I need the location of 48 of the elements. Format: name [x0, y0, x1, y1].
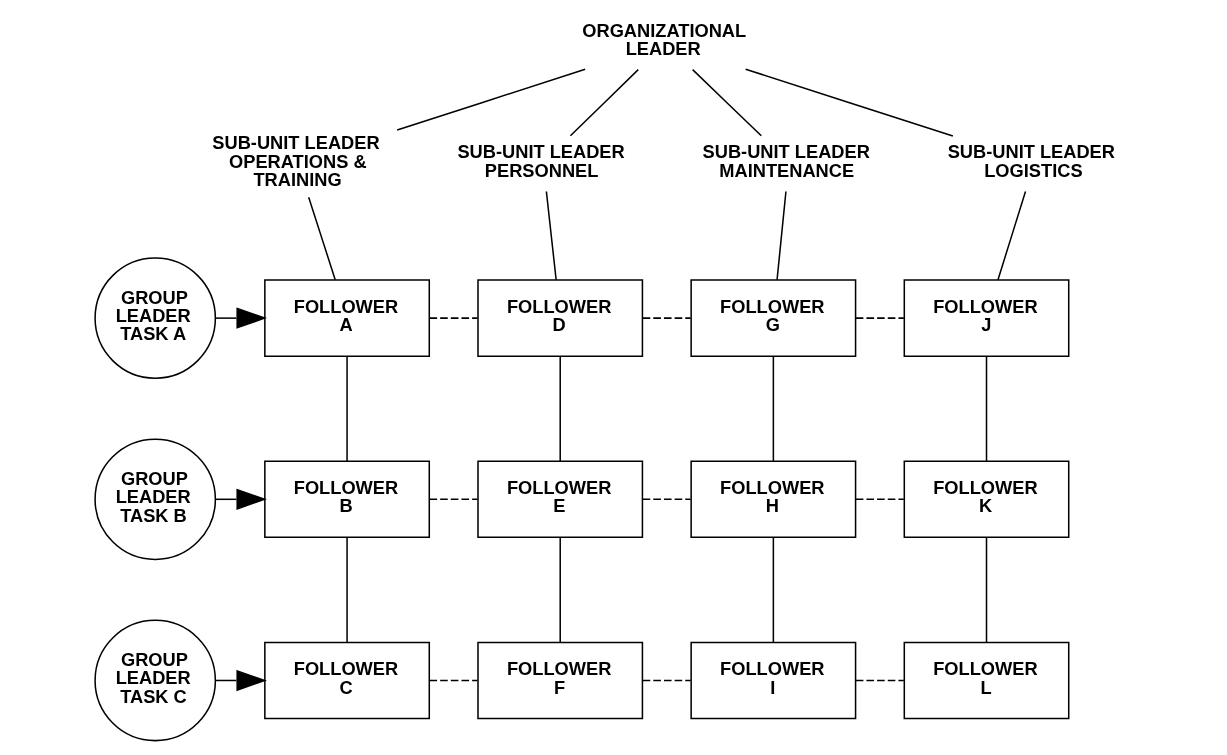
connector — [776, 190, 787, 281]
connector — [691, 68, 763, 137]
connector — [744, 68, 954, 137]
connector — [346, 536, 348, 643]
node-box: FOLLOWER C — [264, 641, 431, 720]
node-box: FOLLOWER F — [477, 641, 644, 720]
connector — [641, 679, 692, 682]
connector — [396, 68, 586, 131]
node-text: ORGANIZATIONAL LEADER — [582, 19, 747, 59]
node-circle: GROUP LEADER TASK B — [94, 438, 217, 561]
node-text: SUB-UNIT LEADER LOGISTICS — [947, 141, 1115, 181]
arrow — [215, 307, 267, 329]
node-box: FOLLOWER L — [903, 641, 1070, 720]
node-box: FOLLOWER G — [690, 279, 857, 357]
connector — [997, 190, 1027, 281]
node-box: FOLLOWER H — [690, 460, 857, 539]
connector — [559, 355, 561, 462]
node-box: FOLLOWER K — [903, 460, 1070, 539]
connector — [428, 498, 479, 501]
connector — [641, 498, 692, 501]
connector — [855, 317, 905, 319]
node-box: FOLLOWER I — [690, 641, 857, 720]
connector — [559, 536, 561, 643]
node-circle: GROUP LEADER TASK C — [94, 619, 217, 742]
connector — [641, 317, 692, 319]
connector — [985, 355, 988, 462]
node-box: FOLLOWER A — [264, 279, 431, 357]
connector — [985, 536, 988, 643]
connector — [569, 68, 639, 137]
connector — [428, 317, 479, 319]
node-circle: GROUP LEADER TASK A — [94, 257, 217, 379]
connector — [855, 498, 905, 501]
node-text: SUB-UNIT LEADER PERSONNEL — [457, 141, 625, 181]
arrow — [215, 488, 267, 510]
connector — [346, 355, 348, 462]
connector — [307, 196, 336, 281]
connector — [428, 679, 479, 682]
connector — [772, 355, 775, 462]
connector — [545, 190, 557, 281]
connector — [855, 679, 905, 682]
node-text: SUB-UNIT LEADER MAINTENANCE — [702, 141, 870, 181]
node-box: FOLLOWER E — [477, 460, 644, 539]
arrow — [215, 669, 267, 692]
node-text: SUB-UNIT LEADER OPERATIONS & TRAINING — [212, 132, 380, 190]
node-box: FOLLOWER J — [903, 279, 1070, 357]
node-box: FOLLOWER B — [264, 460, 431, 539]
connector — [772, 536, 775, 643]
node-box: FOLLOWER D — [477, 279, 644, 357]
